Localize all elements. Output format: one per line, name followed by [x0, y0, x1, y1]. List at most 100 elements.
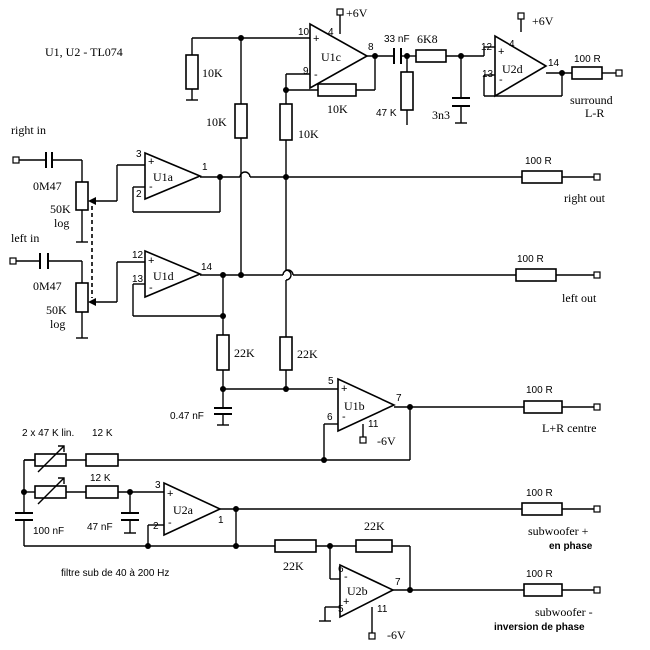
- u2b-pin-plus: 5: [338, 604, 344, 615]
- r-out-right-label: 100 R: [525, 156, 552, 167]
- u2d-pin-supply: 4: [509, 39, 515, 50]
- input-right-label: right in: [11, 123, 46, 137]
- resistor-u1c-feedback: [317, 83, 357, 97]
- u2d-plus-sign: +: [498, 46, 504, 58]
- r-out-sub-plus-label: 100 R: [526, 488, 553, 499]
- r-sum-right-label: 22K: [297, 347, 318, 361]
- u1d-pin-minus: 13: [132, 274, 144, 285]
- potentiometers: [24, 181, 96, 505]
- u2a-name: U2a: [173, 503, 194, 517]
- resistor-out-sub-minus: [523, 583, 563, 597]
- resistor-out-left: [515, 268, 557, 282]
- u2b-pin-minus: 6: [338, 564, 344, 575]
- r-u1c-fb-label: 10K: [327, 102, 348, 116]
- u2d-pin-minus: 13: [482, 69, 494, 80]
- u1c-pin-out: 8: [368, 42, 374, 53]
- r-sum-left-label: 22K: [234, 346, 255, 360]
- junction-dots: [21, 35, 565, 593]
- u1c-name: U1c: [321, 50, 341, 64]
- out-sub-minus-2: inversion de phase: [494, 622, 585, 633]
- pot-right: [75, 181, 89, 211]
- u1a-minus-sign: -: [149, 181, 153, 193]
- resistor-out-surround: [571, 66, 603, 80]
- u2b-supply: -6V: [387, 628, 406, 642]
- u2a-plus-sign: +: [167, 488, 173, 500]
- u2b-pin-supply: 11: [377, 604, 388, 615]
- u1a-plus-sign: +: [148, 156, 154, 168]
- c-surround-shunt-label: 3n3: [432, 108, 450, 122]
- opamp-u2d: [494, 34, 548, 98]
- u2b-minus-sign: -: [344, 571, 348, 583]
- u2d-name: U2d: [502, 62, 523, 76]
- opamp-u2b: [339, 563, 395, 619]
- out-left: left out: [562, 291, 597, 305]
- out-sub-plus-1: subwoofer +: [528, 524, 589, 538]
- out-surround-2: L-R: [585, 106, 604, 120]
- u1d-name: U1d: [153, 269, 174, 283]
- u1b-name: U1b: [344, 399, 365, 413]
- title: U1, U2 - TL074: [45, 45, 123, 59]
- resistor-sum-right: [279, 336, 293, 371]
- opamp-u1d: [144, 249, 203, 299]
- opamp-u1a: [144, 151, 203, 201]
- u2a-pin-plus: 3: [155, 480, 161, 491]
- resistor-sub-1: [85, 453, 119, 467]
- u2b-plus-sign: +: [343, 596, 349, 608]
- r-surround-shunt-label: 47 K: [376, 108, 397, 119]
- u1b-pin-out: 7: [396, 393, 402, 404]
- component-labels: right in left in 0M47 50K log 0M47 50K l…: [11, 32, 613, 633]
- resistor-sum-left: [216, 334, 230, 371]
- resistor-inv-feedback: [355, 539, 393, 553]
- u1c-minus-sign: -: [314, 69, 318, 81]
- resistors: [85, 49, 603, 597]
- opamps: [144, 22, 548, 619]
- u1c-supply: +6V: [346, 6, 368, 20]
- u1c-pin-minus: 9: [303, 66, 309, 77]
- u1d-pin-out: 14: [201, 262, 213, 273]
- input-left-label: left in: [11, 231, 39, 245]
- u2d-minus-sign: -: [499, 74, 503, 86]
- resistor-mid-right: [279, 103, 293, 141]
- capacitors: [15, 48, 470, 521]
- u1c-plus-sign: +: [313, 33, 319, 45]
- r-inv-in-label: 22K: [283, 559, 304, 573]
- u2a-pin-minus: 2: [153, 521, 159, 532]
- pot-left: [75, 282, 89, 313]
- u1b-supply: -6V: [377, 434, 396, 448]
- c-in-right-label: 0M47: [33, 179, 62, 193]
- r-u1c-bias-label: 10K: [202, 66, 223, 80]
- out-right: right out: [564, 191, 606, 205]
- u1a-pin-plus: 3: [136, 149, 142, 160]
- r-sub-2-label: 12 K: [90, 473, 111, 484]
- filter-note: filtre sub de 40 à 200 Hz: [61, 568, 169, 579]
- u2a-pin-out: 1: [218, 515, 224, 526]
- out-sub-minus-1: subwoofer -: [535, 605, 593, 619]
- resistor-surround-series: [415, 49, 447, 63]
- resistor-out-sub-plus: [521, 502, 563, 516]
- opamp-labels: U1a + - 3 2 1 U1d + - 12 13 14 U1c + - 1…: [132, 6, 560, 642]
- u1a-pin-minus: 2: [136, 189, 142, 200]
- pot-sub-label: 2 x 47 K lin.: [22, 428, 74, 439]
- r-surround-label: 6K8: [417, 32, 438, 46]
- r-out-sub-minus-label: 100 R: [526, 569, 553, 580]
- pot-left-taper: log: [50, 317, 65, 331]
- resistor-surround-shunt: [400, 71, 414, 111]
- u2a-minus-sign: -: [168, 517, 172, 529]
- out-sub-plus-2: en phase: [549, 541, 593, 552]
- r-out-left-label: 100 R: [517, 254, 544, 265]
- u2d-pin-out: 14: [548, 58, 560, 69]
- r-inv-fb-label: 22K: [364, 519, 385, 533]
- c-sub-2-label: 47 nF: [87, 522, 113, 533]
- pot-right-taper: log: [54, 216, 69, 230]
- u1b-minus-sign: -: [342, 411, 346, 423]
- u1d-plus-sign: +: [148, 255, 154, 267]
- u1a-pin-out: 1: [202, 162, 208, 173]
- u2d-supply: +6V: [532, 14, 554, 28]
- u1c-pin-supply: 4: [328, 27, 334, 38]
- resistor-out-centre: [523, 400, 563, 414]
- opamp-u1c: [309, 22, 369, 90]
- c-sum-label: 0.47 nF: [170, 411, 204, 422]
- u1b-plus-sign: +: [341, 383, 347, 395]
- pot-right-value: 50K: [50, 202, 71, 216]
